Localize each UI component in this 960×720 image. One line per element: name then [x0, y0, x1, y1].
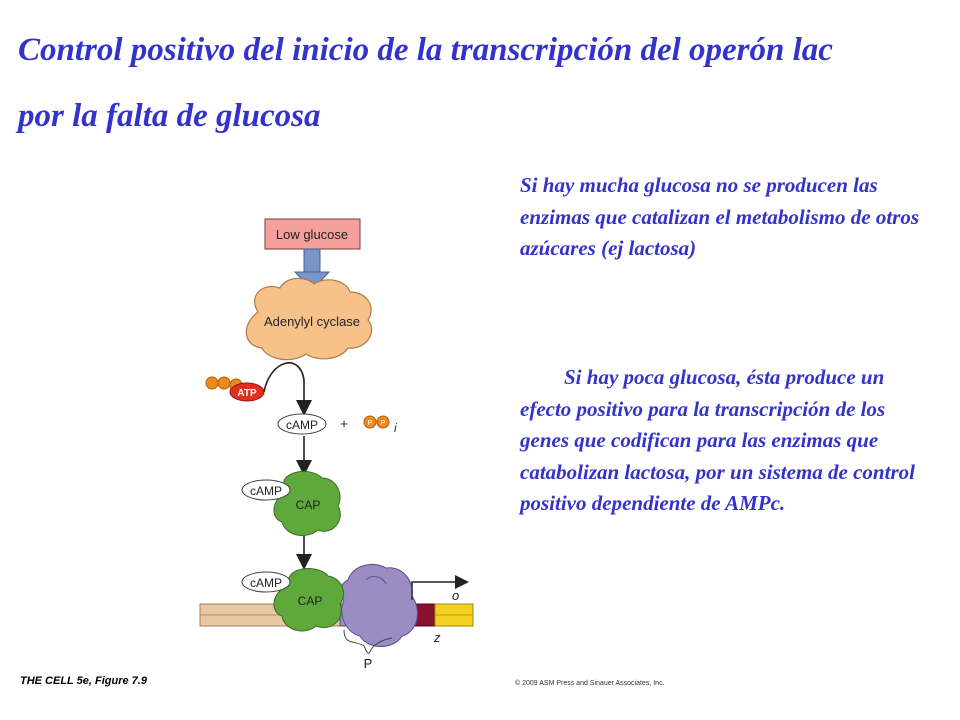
camp-label-dna: cAMP: [250, 576, 282, 590]
low-glucose-box: Low glucose: [264, 218, 361, 250]
promoter-label: P: [364, 656, 373, 670]
pp-subscript: i: [394, 421, 397, 435]
conversion-arrow: [263, 362, 312, 416]
z-gene-label: z: [433, 630, 441, 645]
plus-sign: +: [340, 416, 348, 431]
pp-label-1: P: [368, 420, 373, 427]
title-line-1: Control positivo del inicio de la transc…: [18, 32, 833, 68]
promoter-brace: [343, 629, 393, 654]
adenylyl-cyclase: Adenylyl cyclase: [245, 277, 373, 361]
figure-credit: THE CELL 5e, Figure 7.9: [20, 675, 147, 687]
cap-label: CAP: [296, 498, 321, 512]
cap-label-dna: CAP: [298, 594, 323, 608]
camp-cap-complex: cAMP CAP: [241, 471, 341, 537]
lac-operon-diagram: Low glucose Adenylyl cyclase ATP cAMP + …: [199, 218, 474, 670]
paragraph-high-glucose: Si hay mucha glucosa no se producen las …: [520, 173, 920, 260]
atp-label: ATP: [237, 388, 257, 399]
atp-molecule: ATP: [205, 376, 265, 402]
camp-pp-row: cAMP + P P i: [277, 413, 397, 435]
transcription-start-arrow: [411, 575, 469, 600]
copyright-notice: © 2009 ASM Press and Sinauer Associates,…: [515, 680, 665, 687]
adenylyl-cyclase-label: Adenylyl cyclase: [264, 314, 360, 329]
camp-cap-bound-dna: cAMP CAP: [241, 568, 344, 632]
low-glucose-label: Low glucose: [276, 227, 348, 242]
camp-label-bound: cAMP: [250, 484, 282, 498]
pp-label-2: P: [381, 420, 386, 427]
paragraph-low-glucose: Si hay poca glucosa, ésta produce un efe…: [520, 365, 915, 515]
camp-label: cAMP: [286, 418, 318, 432]
rna-polymerase: [340, 564, 418, 647]
blue-down-arrow: [293, 248, 331, 291]
title-line-2: por la falta de glucosa: [18, 98, 321, 134]
operator-label: o: [452, 588, 459, 603]
